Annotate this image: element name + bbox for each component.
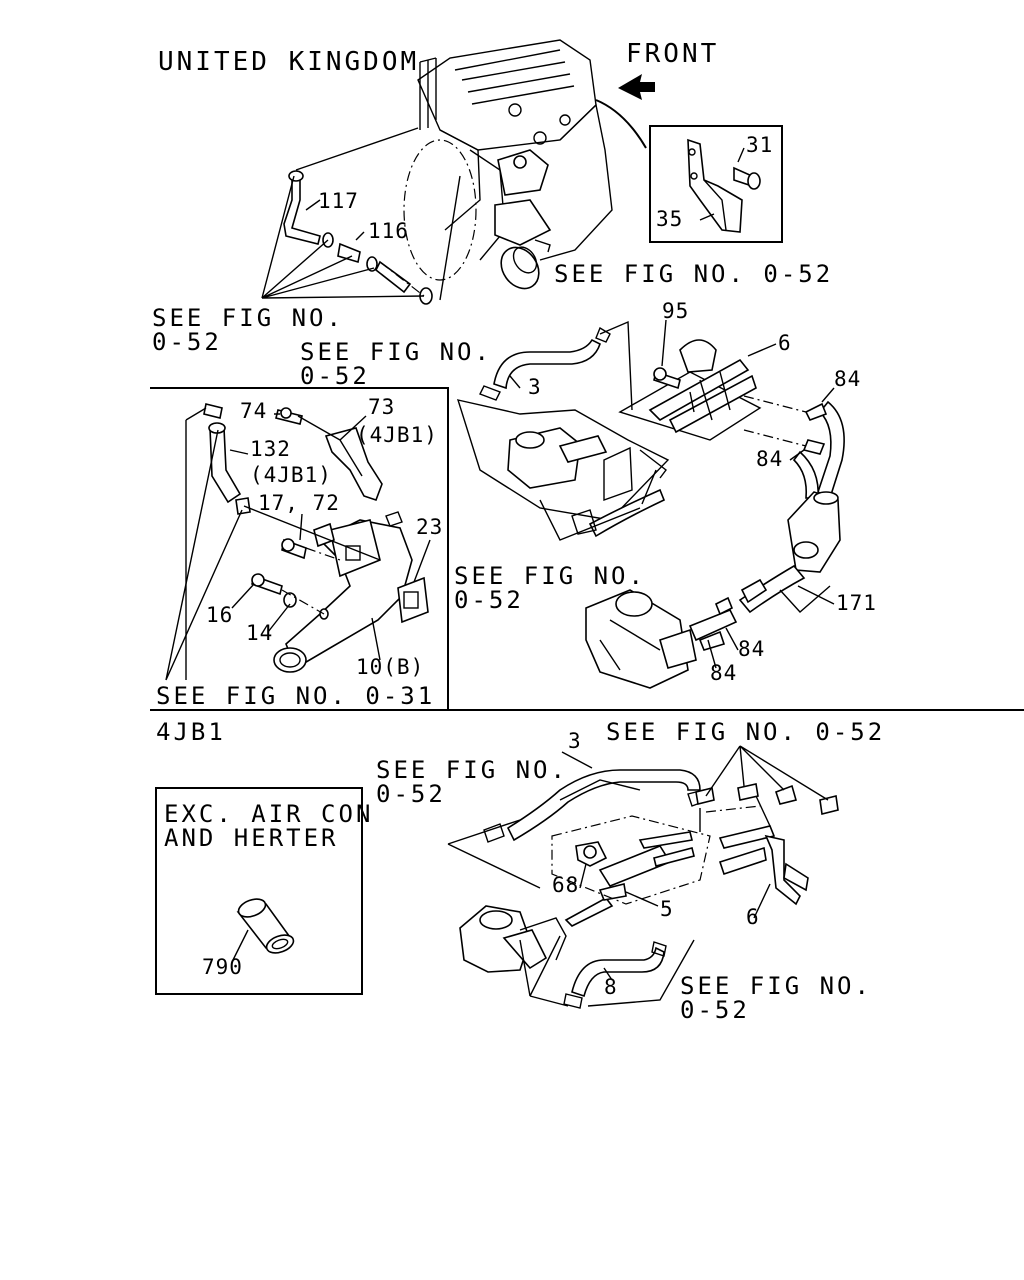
part-95-label: 95 <box>662 299 689 323</box>
see-fig-052-c: SEE FIG NO. 0-52 <box>554 260 833 288</box>
hose-117 <box>283 170 334 248</box>
leaders-top-left <box>261 127 461 301</box>
front-arrow-icon <box>595 74 655 149</box>
part-132-label: 132 <box>250 437 291 461</box>
part-84-a-label: 84 <box>834 367 861 391</box>
part-16-label: 16 <box>206 603 233 627</box>
part-6-upper-label: 6 <box>778 331 792 355</box>
valve-116 <box>337 242 433 305</box>
section-dividers <box>150 387 1024 711</box>
part-17-72-label: 17, 72 <box>258 491 340 515</box>
exception-box <box>155 787 363 995</box>
part-73-label: 73 <box>368 395 395 419</box>
see-fig-052-f-line2: 0-52 <box>376 780 446 808</box>
part-10b-label: 10(B) <box>356 655 424 679</box>
part-31-label: 31 <box>746 133 773 157</box>
part-84-d-label: 84 <box>710 661 737 685</box>
part-14-label: 14 <box>246 621 273 645</box>
part-84-c-label: 84 <box>738 637 765 661</box>
part-3-lower-label: 3 <box>568 729 582 753</box>
part-132-note: (4JB1) <box>250 463 332 487</box>
see-fig-031: SEE FIG NO. 0-31 <box>156 682 435 710</box>
part-73-note: (4JB1) <box>356 423 438 447</box>
engine-illustration <box>403 39 613 290</box>
part-116-label: 116 <box>368 219 409 243</box>
part-3-upper-label: 3 <box>528 375 542 399</box>
see-fig-052-f-line1: SEE FIG NO. <box>376 756 568 784</box>
part-5-label: 5 <box>660 897 674 921</box>
part-8-label: 8 <box>604 975 618 999</box>
part-84-b-label: 84 <box>756 447 783 471</box>
region-label: UNITED KINGDOM <box>158 47 419 77</box>
part-6-lower-label: 6 <box>746 905 760 929</box>
see-fig-052-d-line1: SEE FIG NO. <box>454 562 646 590</box>
see-fig-052-b-line1: SEE FIG NO. <box>300 338 492 366</box>
see-fig-052-e: SEE FIG NO. 0-52 <box>606 718 885 746</box>
see-fig-052-d-line2: 0-52 <box>454 586 524 614</box>
part-117-label: 117 <box>318 189 359 213</box>
text-labels: UNITED KINGDOM FRONT 31 35 117 116 SEE F… <box>152 39 885 1024</box>
part-790-label: 790 <box>202 955 243 979</box>
water-outlet-assembly <box>165 403 429 681</box>
see-fig-052-b-line2: 0-52 <box>300 362 370 390</box>
part-23-label: 23 <box>416 515 443 539</box>
part-68-label: 68 <box>552 873 579 897</box>
exception-line2: AND HERTER <box>164 824 339 852</box>
see-fig-052-a-line2: 0-52 <box>152 328 222 356</box>
exception-line1: EXC. AIR CON <box>164 800 373 828</box>
part-74-label: 74 <box>240 399 267 423</box>
front-label: FRONT <box>626 39 719 69</box>
bracket-inset <box>649 125 783 243</box>
heater-hoses-upper <box>456 320 845 689</box>
label-leaders <box>229 147 835 981</box>
see-fig-052-a-line1: SEE FIG NO. <box>152 304 344 332</box>
part-35-label: 35 <box>656 207 683 231</box>
see-fig-052-g-line1: SEE FIG NO. <box>680 972 872 1000</box>
engine-section-label: 4JB1 <box>156 718 226 746</box>
see-fig-052-g-line2: 0-52 <box>680 996 750 1024</box>
part-171-label: 171 <box>836 591 877 615</box>
heater-hoses-lower <box>447 745 839 1009</box>
